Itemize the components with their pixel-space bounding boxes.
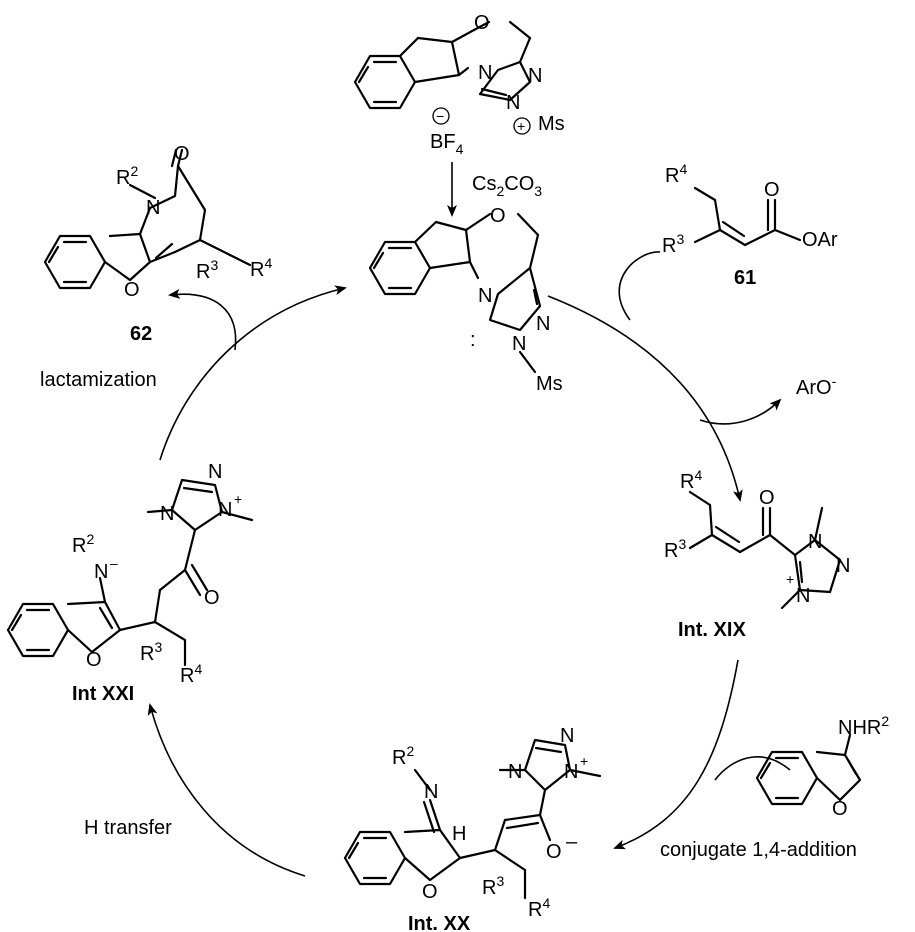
substrate-61: R4 R3 O OAr 61 — [662, 161, 838, 289]
xix-r4: R4 — [680, 467, 702, 493]
xxi-r2: R2 — [72, 531, 94, 557]
catalyst-n2-atom: N — [528, 65, 542, 87]
xxi-ring-o: O — [86, 649, 102, 671]
conjugate-addition-cycle-arrow — [613, 659, 739, 850]
substrate-oar: OAr — [802, 229, 838, 251]
xxi-triazole-n3: N — [218, 499, 232, 521]
substrate-entry-arrow — [618, 251, 661, 321]
carbene-lone-pair: : — [470, 329, 476, 351]
aminobenzofuran-o: O — [832, 798, 848, 820]
product-carbonyl-o: O — [174, 143, 190, 165]
int-xix-label: Int. XIX — [678, 619, 746, 641]
free-carbene: O N N N Ms : — [368, 205, 563, 395]
xxi-plus: + — [234, 491, 242, 507]
product-r4: R4 — [250, 255, 272, 281]
xix-n3-atom: N — [796, 585, 810, 607]
xx-h-atom: H — [452, 823, 466, 845]
nucleophile-entry-arrow — [714, 756, 791, 781]
product-62: R2 N O O R3 R4 62 — [43, 143, 272, 345]
xx-triazole-n: N — [508, 761, 522, 783]
compound-62-label: 62 — [130, 323, 152, 345]
conjugate-addition-label: conjugate 1,4-addition — [660, 839, 857, 861]
int-xx-label: Int. XX — [408, 913, 471, 932]
nhr2-group: NHR2 — [838, 713, 889, 739]
xxi-triazole-n2: N — [208, 461, 222, 483]
catalyst-n3-atom: N — [506, 92, 520, 114]
bf4-counterion: BF4 — [430, 131, 464, 157]
catalyst-minus: − — [436, 108, 444, 124]
carbene-n3-atom: N — [512, 333, 526, 355]
xx-r2: R2 — [392, 743, 414, 769]
h-transfer-cycle-arrow — [147, 703, 306, 877]
xxi-r4: R4 — [180, 661, 202, 687]
nhc-precatalyst: O N N N Ms + − BF4 — [353, 12, 565, 157]
xxi-carbonyl-o: O — [204, 587, 220, 609]
product-release-arrow — [168, 288, 237, 351]
cs2co3-reagent: Cs2CO3 — [472, 173, 542, 199]
xix-n-atom: N — [808, 531, 822, 553]
lactamization-label: lactamization — [40, 369, 157, 391]
xix-r3: R3 — [664, 536, 686, 562]
xx-triazole-n3: N — [564, 761, 578, 783]
r4-substituent: R4 — [665, 161, 687, 187]
xx-imine-n: N — [424, 781, 438, 803]
product-n-atom: N — [146, 197, 160, 219]
carbene-o-atom: O — [490, 205, 506, 227]
product-r2: R2 — [116, 163, 138, 189]
aminobenzofuran-nucleophile: NHR2 O — [755, 713, 889, 820]
product-r3: R3 — [196, 257, 218, 283]
xxi-amide-n: N — [94, 561, 108, 583]
xx-triazole-n2: N — [560, 725, 574, 747]
carbene-n2-atom: N — [536, 313, 550, 335]
catalyst-n-atom: N — [478, 62, 492, 84]
xx-ring-o: O — [422, 881, 438, 903]
compound-61-label: 61 — [734, 267, 756, 289]
carbene-ms: Ms — [536, 373, 563, 395]
xx-enolate-o: O — [546, 841, 562, 863]
intermediate-xix: R4 R3 O N N N + Int. XIX — [664, 467, 850, 641]
xxi-n-minus: – — [110, 555, 118, 571]
r3-substituent: R3 — [662, 231, 684, 257]
intermediate-xx: R2 N H O O – R3 R4 N N N + Int. XX — [343, 725, 602, 932]
xix-n2-atom: N — [836, 555, 850, 577]
carbene-n-atom: N — [478, 285, 492, 307]
aro-release-arrow — [699, 398, 782, 425]
int-xxi-label: Int XXI — [72, 683, 134, 705]
catalyst-plus: + — [517, 118, 525, 134]
lactamization-cycle-arrow — [159, 285, 347, 461]
product-ring-o: O — [124, 279, 140, 301]
xix-plus: + — [786, 571, 794, 587]
acylation-cycle-arrow — [547, 295, 743, 502]
xx-r3: R3 — [482, 873, 504, 899]
xxi-triazole-n: N — [160, 503, 174, 525]
catalyst-ms: Ms — [538, 113, 565, 135]
intermediate-xxi: R2 N – O O R3 R4 N N N + Int XXI — [6, 461, 254, 705]
substrate-carbonyl-o: O — [764, 179, 780, 201]
xx-enolate-minus: – — [566, 831, 578, 853]
xx-plus: + — [580, 753, 588, 769]
h-transfer-label: H transfer — [84, 817, 172, 839]
xxi-r3: R3 — [140, 639, 162, 665]
xx-r4: R4 — [528, 895, 550, 921]
xix-carbonyl-o: O — [759, 487, 775, 509]
catalyst-o-atom: O — [474, 12, 490, 34]
aro-leaving-group: ArO- — [796, 373, 837, 399]
